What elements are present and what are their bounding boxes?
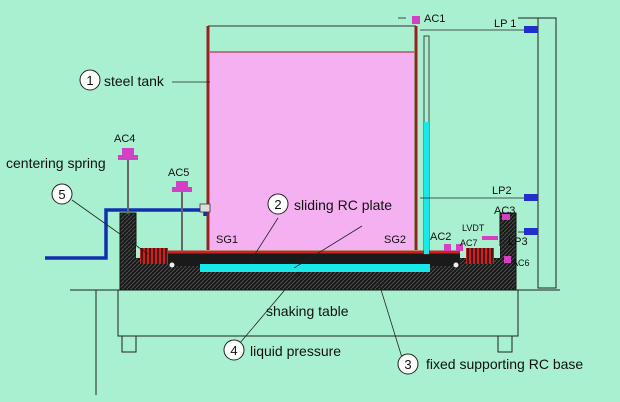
label-ac5: AC5 <box>168 167 189 179</box>
centering-spring-right <box>466 248 494 264</box>
svg-text:1: 1 <box>86 73 93 88</box>
label-lvdt: LVDT <box>462 223 485 233</box>
callout-leaders <box>71 81 405 365</box>
label-ac7: AC7 <box>460 238 478 248</box>
svg-text:3: 3 <box>404 357 411 372</box>
label-ac2: AC2 <box>430 231 451 243</box>
label-sg1: SG1 <box>216 234 238 246</box>
fluid-layer <box>200 264 430 272</box>
svg-text:2: 2 <box>274 197 281 212</box>
ac6-sensor <box>504 256 511 263</box>
ac4-sensor <box>118 148 138 214</box>
marker-5: 5 <box>51 183 73 205</box>
steel-tank <box>206 25 418 250</box>
level-gauge <box>423 35 430 255</box>
svg-text:4: 4 <box>230 343 237 358</box>
lvdt-sensor <box>482 236 498 240</box>
lp2-sensor <box>420 194 538 201</box>
inlet-pipe <box>45 203 211 260</box>
marker-3: 3 <box>397 353 419 375</box>
label-sg2: SG2 <box>384 234 406 246</box>
ac3-sensor <box>502 214 510 220</box>
marker-2: 2 <box>267 193 289 215</box>
label-fixed-base: fixed supporting RC base <box>426 356 583 372</box>
label-shaking-table: shaking table <box>266 303 349 319</box>
svg-text:5: 5 <box>58 187 65 202</box>
ac5-sensor <box>172 181 192 252</box>
foundation <box>70 289 560 395</box>
ac2-sensor <box>444 244 451 251</box>
label-lp3: LP3 <box>508 236 528 248</box>
lp3-sensor <box>518 228 538 235</box>
marker-4: 4 <box>223 339 245 361</box>
marker-1: 1 <box>79 69 101 91</box>
label-sliding-plate: sliding RC plate <box>294 197 392 213</box>
label-ac1: AC1 <box>424 13 445 25</box>
label-liquid-pressure: liquid pressure <box>250 343 341 359</box>
sliding-rc-plate <box>168 250 460 268</box>
label-lp1: LP 1 <box>494 18 516 30</box>
ac1-sensor <box>398 16 420 24</box>
ac7-sensor <box>456 244 463 251</box>
label-centering-spring: centering spring <box>6 155 106 171</box>
label-ac6: AC6 <box>512 258 530 268</box>
centering-spring-left <box>140 248 168 264</box>
lp1-sensor <box>420 26 538 33</box>
label-steel-tank: steel tank <box>104 73 165 89</box>
label-lp2: LP2 <box>492 185 512 197</box>
reaction-frame <box>518 17 557 289</box>
label-ac3: AC3 <box>494 205 515 217</box>
label-ac4: AC4 <box>114 133 135 145</box>
